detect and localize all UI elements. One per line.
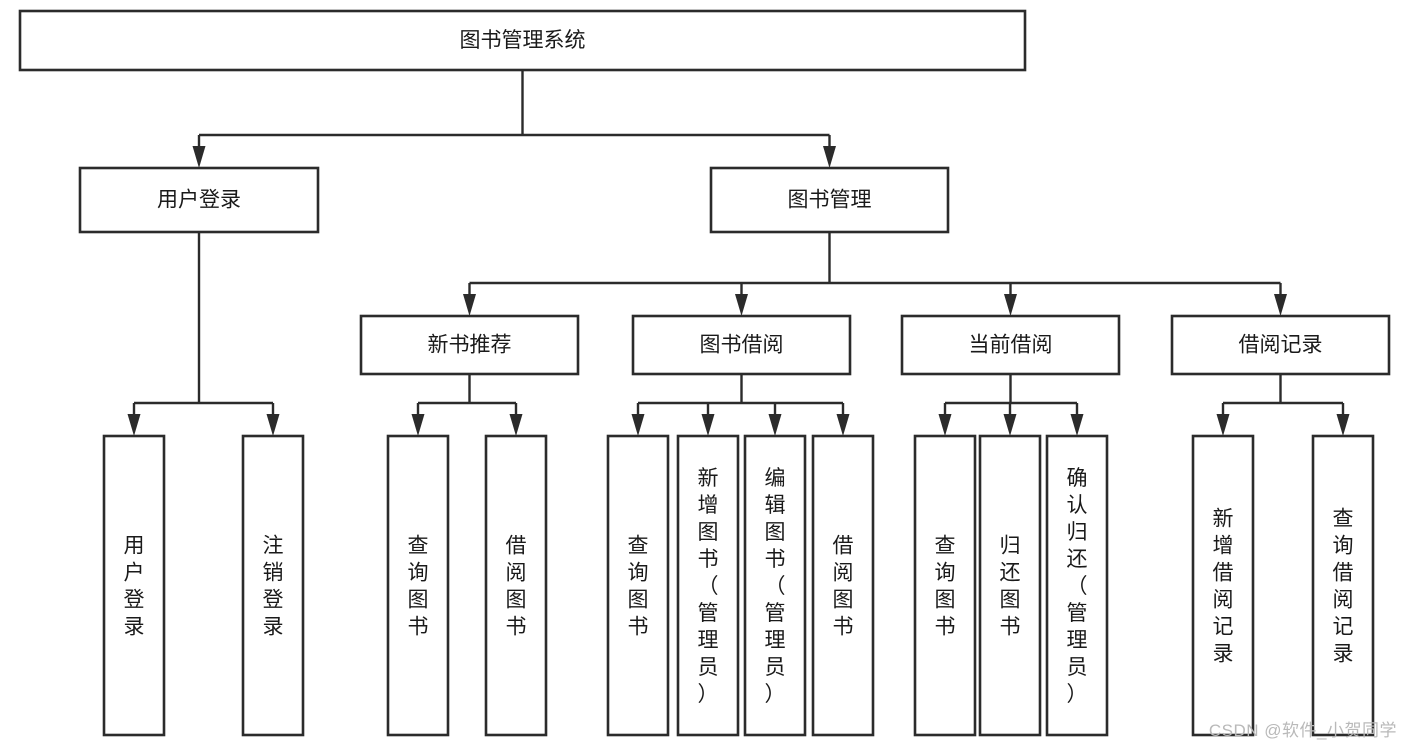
node-label: 归还图书 [1000, 535, 1021, 639]
connector-arrowhead [463, 294, 476, 316]
node-leaf-add-book[interactable]: 新增图书（管理员） [676, 434, 740, 737]
node-leaf-query-book-rec[interactable]: 查询图书 [386, 434, 450, 737]
node-label: 注销登录 [263, 535, 284, 639]
node-root[interactable]: 图书管理系统 [18, 9, 1027, 72]
node-box[interactable] [78, 166, 320, 234]
node-leaf-query-record[interactable]: 查询借阅记录 [1311, 434, 1375, 737]
node-layer: 图书管理系统用户登录图书管理新书推荐图书借阅当前借阅借阅记录用户登录注销登录查询… [18, 9, 1391, 737]
node-leaf-user-login[interactable]: 用户登录 [102, 434, 166, 737]
connector-arrowhead [127, 414, 141, 436]
node-leaf-return-book[interactable]: 归还图书 [978, 434, 1042, 737]
connector-arrowhead [1274, 294, 1287, 316]
node-box[interactable] [1045, 434, 1109, 737]
node-label: 新书推荐 [428, 334, 512, 357]
connector-arrowhead [192, 146, 206, 168]
node-leaf-borrow-book-bor[interactable]: 借阅图书 [811, 434, 875, 737]
node-label: 用户登录 [157, 189, 241, 212]
node-box[interactable] [743, 434, 807, 737]
node-label: 图书管理 [788, 189, 872, 212]
node-label: 当前借阅 [969, 334, 1053, 357]
connector-arrowhead [1336, 414, 1350, 436]
connector-arrowhead [735, 294, 748, 316]
connector-arrowhead [631, 414, 645, 436]
node-book-borrow[interactable]: 图书借阅 [631, 314, 852, 376]
node-label: 图书管理系统 [460, 29, 586, 52]
node-book-manage[interactable]: 图书管理 [709, 166, 950, 234]
connector-arrowhead [1004, 294, 1017, 316]
node-label: 查询图书 [628, 535, 649, 639]
node-leaf-query-book-cur[interactable]: 查询图书 [913, 434, 977, 737]
connector-arrowhead [509, 414, 523, 436]
node-label: 借阅图书 [833, 535, 854, 639]
node-new-book-recommend[interactable]: 新书推荐 [359, 314, 580, 376]
node-box[interactable] [1311, 434, 1375, 737]
node-label: 查询图书 [408, 535, 429, 639]
connector-arrowhead [701, 414, 715, 436]
connector-arrowhead [768, 414, 782, 436]
node-leaf-query-book-bor[interactable]: 查询图书 [606, 434, 670, 737]
connector-arrowhead [266, 414, 280, 436]
node-box[interactable] [913, 434, 977, 737]
node-leaf-borrow-book-rec[interactable]: 借阅图书 [484, 434, 548, 737]
connector-arrowhead [1216, 414, 1230, 436]
node-label: 确认归还（管理员） [1067, 467, 1088, 706]
node-borrow-record[interactable]: 借阅记录 [1170, 314, 1391, 376]
node-label: 借阅图书 [506, 535, 527, 639]
connector-arrowhead [1070, 414, 1084, 436]
connector-arrowhead [836, 414, 850, 436]
node-label: 编辑图书（管理员） [765, 467, 786, 706]
node-leaf-add-record[interactable]: 新增借阅记录 [1191, 434, 1255, 737]
node-label: 查询借阅记录 [1333, 508, 1354, 666]
node-box[interactable] [1170, 314, 1391, 376]
node-label: 新增借阅记录 [1213, 508, 1234, 666]
node-box[interactable] [978, 434, 1042, 737]
connector-layer [127, 70, 1350, 436]
node-box[interactable] [1191, 434, 1255, 737]
connector-arrowhead [411, 414, 425, 436]
node-box[interactable] [900, 314, 1121, 376]
node-label: 图书借阅 [700, 334, 784, 357]
node-label: 用户登录 [124, 535, 145, 639]
node-box[interactable] [386, 434, 450, 737]
node-box[interactable] [811, 434, 875, 737]
node-box[interactable] [241, 434, 305, 737]
connector-arrowhead [1003, 414, 1017, 436]
node-label: 借阅记录 [1239, 334, 1323, 357]
node-label: 新增图书（管理员） [698, 467, 719, 706]
node-box[interactable] [102, 434, 166, 737]
node-label: 查询图书 [935, 535, 956, 639]
node-box[interactable] [359, 314, 580, 376]
node-box[interactable] [676, 434, 740, 737]
node-leaf-edit-book[interactable]: 编辑图书（管理员） [743, 434, 807, 737]
connector-arrowhead [938, 414, 952, 436]
node-box[interactable] [606, 434, 670, 737]
connector-arrowhead [823, 146, 836, 168]
node-box[interactable] [631, 314, 852, 376]
node-box[interactable] [709, 166, 950, 234]
node-box[interactable] [18, 9, 1027, 72]
node-leaf-user-logout[interactable]: 注销登录 [241, 434, 305, 737]
node-box[interactable] [484, 434, 548, 737]
node-user-login[interactable]: 用户登录 [78, 166, 320, 234]
node-current-borrow[interactable]: 当前借阅 [900, 314, 1121, 376]
node-leaf-confirm-return[interactable]: 确认归还（管理员） [1045, 434, 1109, 737]
